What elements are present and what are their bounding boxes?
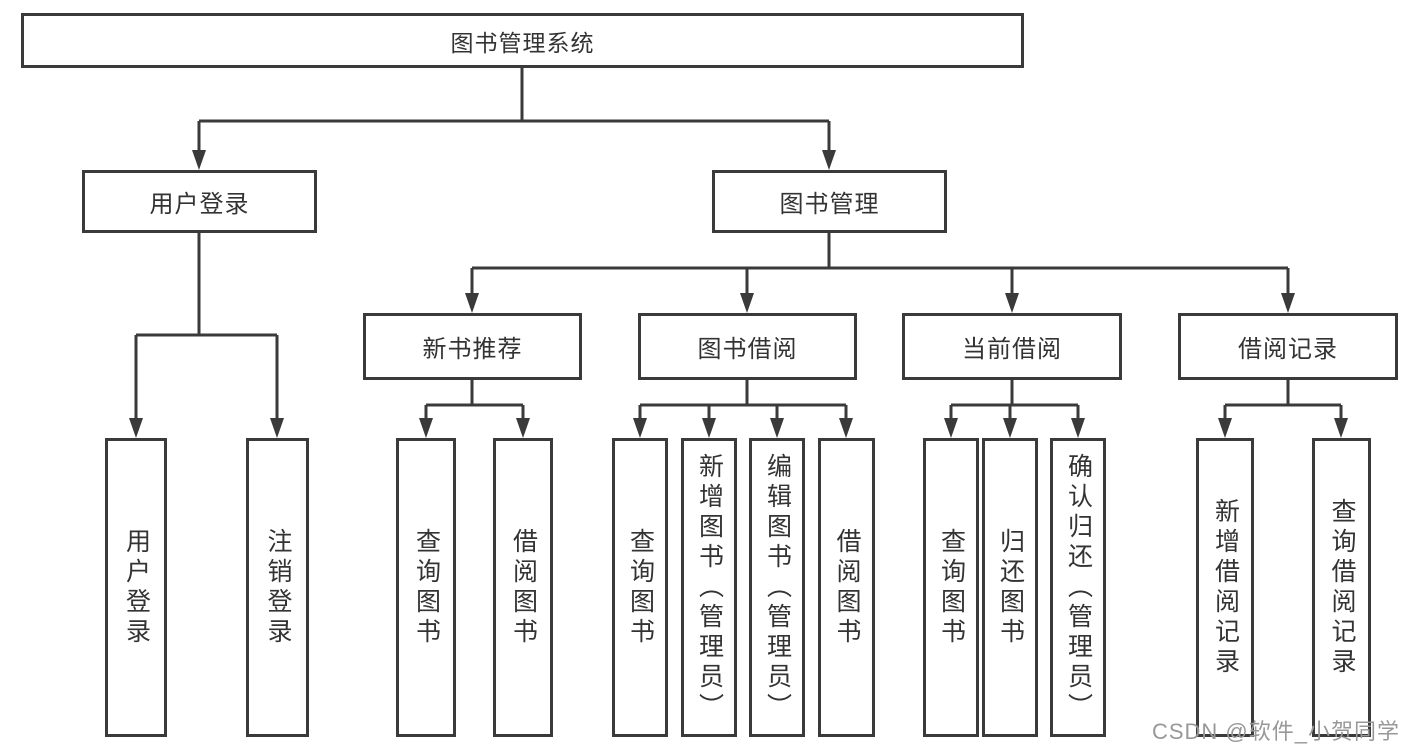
diagram-leaf-query-book-3: 查询图书 [923,438,979,737]
diagram-leaf-add-book-admin: 新增图书（管理员） [681,438,737,737]
diagram-leaf-confirm-return-admin: 确认归还（管理员） [1050,438,1106,737]
diagram-node-user-login-branch: 用户登录 [82,170,317,233]
diagram-node-current-borrow: 当前借阅 [902,313,1122,380]
csdn-watermark: CSDN @软件_小贺同学 [1151,719,1400,744]
diagram-leaf-return-book: 归还图书 [982,438,1038,737]
diagram-leaf-borrow-book-1: 借阅图书 [493,438,553,737]
diagram-leaf-add-borrow-record: 新增借阅记录 [1196,438,1254,737]
diagram-leaf-user-login: 用户登录 [105,438,167,737]
diagram-node-borrow-record: 借阅记录 [1178,313,1398,380]
diagram-leaf-query-book-1: 查询图书 [396,438,456,737]
diagram-leaf-edit-book-admin: 编辑图书（管理员） [749,438,805,737]
diagram-node-book-management-branch: 图书管理 [712,170,947,233]
diagram-leaf-logout: 注销登录 [246,438,309,737]
diagram-node-root-system: 图书管理系统 [21,13,1024,68]
diagram-node-new-book-recommend: 新书推荐 [363,313,582,380]
diagram-leaf-borrow-book-2: 借阅图书 [818,438,875,737]
diagram-leaf-query-borrow-record: 查询借阅记录 [1312,438,1371,737]
arrowheads [129,150,1348,438]
diagram-leaf-query-book-2: 查询图书 [612,438,668,737]
diagram-node-book-borrow: 图书借阅 [638,313,857,380]
